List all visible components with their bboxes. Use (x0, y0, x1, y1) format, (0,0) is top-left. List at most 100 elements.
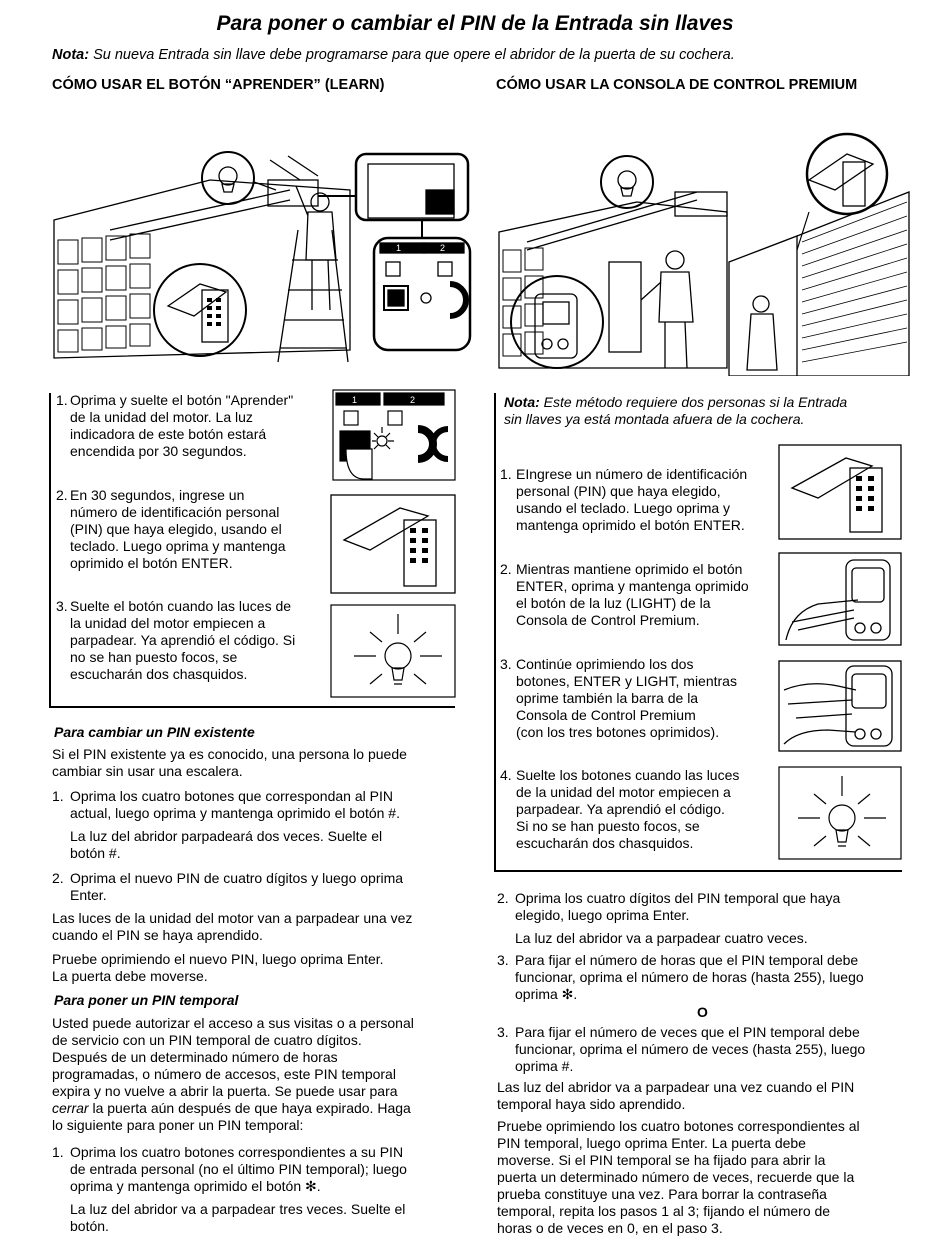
text-line: oprima #. (515, 1058, 574, 1074)
text-line: La luz del abridor va a parpadear tres v… (70, 1201, 406, 1217)
step-line: no se han puesto focos, se (70, 649, 238, 665)
premium-console-illustration (498, 132, 910, 376)
text-line: prueba constituye una vez. Para borrar l… (497, 1186, 827, 1202)
panel-label-1: 1 (396, 243, 401, 253)
step-number: 2. (500, 561, 512, 577)
light-bulb-icon (778, 766, 902, 860)
step-line: botones, ENTER y LIGHT, mientras (516, 673, 737, 689)
step-line: Continúe oprimiendo los dos (516, 656, 694, 672)
step-line: parpadear. Ya aprendió el código. (516, 801, 725, 817)
text-segment: Este método requiere dos personas si la … (539, 394, 848, 410)
text-line: Usted puede autorizar el acceso a sus vi… (52, 1015, 414, 1031)
text-line: La luz del abridor va a parpadear cuatro… (515, 930, 808, 946)
text-line: actual, luego oprima y mantenga oprimido… (70, 805, 400, 821)
panel-label-2: 2 (440, 243, 445, 253)
text-line: Después de un determinado número de hora… (52, 1049, 338, 1065)
change-pin-intro: Si el PIN existente ya es conocido, una … (52, 746, 407, 780)
right-step-bracket-line (494, 393, 496, 871)
left-step-bottom-rule (49, 706, 455, 708)
step-number: 3. (500, 656, 512, 672)
panel-label-2: 2 (410, 395, 415, 405)
text-line: horas o de veces en 0, en el paso 3. (497, 1220, 723, 1236)
step-line: número de identificación personal (70, 504, 280, 520)
keypad-icon (330, 494, 456, 594)
change-pin-heading: Para cambiar un PIN existente (54, 724, 255, 740)
note-label: Nota: (52, 47, 90, 63)
text-line: cerrar la puerta aún después de que haya… (52, 1100, 457, 1117)
right-heading: CÓMO USAR LA CONSOLA DE CONTROL PREMIUM (496, 77, 858, 93)
step-line: En 30 segundos, ingrese un (70, 487, 245, 503)
step-number: 4. (500, 767, 512, 783)
text-line: La luz del abridor parpadeará dos veces.… (70, 828, 383, 844)
text-line: temporal, repita los pasos 1 al 3; fijan… (497, 1203, 831, 1219)
text-line: Para fijar el número de horas que el PIN… (515, 952, 859, 968)
text-line: funcionar, oprima el número de veces (ha… (515, 1041, 866, 1057)
text-line: botón. (70, 1218, 109, 1234)
console-three-buttons-icon (778, 660, 902, 752)
text-line: expira y no vuelve a abrir la puerta. Se… (52, 1083, 398, 1099)
step-line: oprime también la barra de la (516, 690, 699, 706)
change-pin-after: Las luces de la unidad del motor van a p… (52, 910, 412, 944)
step-line: Oprima y suelte el botón "Aprender" (70, 392, 294, 408)
text-line: oprima ✻. (515, 986, 578, 1002)
step-number: 2. (56, 487, 68, 503)
note-label: Nota: (504, 394, 540, 410)
step-line: Mientras mantiene oprimido el botón (516, 561, 743, 577)
step-line: el botón de la luz (LIGHT) de la (516, 595, 711, 611)
text-line: Para fijar el número de veces que el PIN… (515, 1024, 860, 1040)
text-line: cambiar sin usar una escalera. (52, 763, 243, 779)
text-line: Oprima el nuevo PIN de cuatro dígitos y … (70, 870, 404, 886)
step-line: personal (PIN) que haya elegido, (516, 483, 721, 499)
italic-word: cerrar (52, 1100, 89, 1116)
step-line: Suelte los botones cuando las luces (516, 767, 740, 783)
step-line: (con los tres botones oprimidos). (516, 724, 720, 740)
or-separator: O (697, 1004, 708, 1020)
text-line: puerta un determinado número de veces, r… (497, 1169, 855, 1185)
step-line: mantenga oprimido el botón ENTER. (516, 517, 745, 533)
text-line: Enter. (70, 887, 107, 903)
step-line: (PIN) que haya elegido, usando el (70, 521, 282, 537)
text-line: Oprima los cuatro botones que correspond… (70, 788, 393, 804)
learn-button-illustration: 1 2 (53, 151, 472, 363)
step-number: 1. (52, 788, 64, 804)
step-line: parpadear. Ya aprendió el código. Si (70, 632, 296, 648)
temp-pin-test: Pruebe oprimiendo los cuatro botones cor… (497, 1118, 860, 1237)
step-line: escucharán dos chasquidos. (70, 666, 248, 682)
step-number: 3. (56, 598, 68, 614)
step-line: ENTER, oprima y mantenga oprimido (516, 578, 749, 594)
step-line: indicadora de este botón estará (70, 426, 267, 442)
text-line: elegido, luego oprima Enter. (515, 907, 690, 923)
text-segment: la puerta aún después de que haya expira… (88, 1100, 411, 1116)
step-number: 2. (497, 890, 509, 906)
text-line: Si el PIN existente ya es conocido, una … (52, 746, 407, 762)
text-line: Oprima los cuatro botones correspondient… (70, 1144, 404, 1160)
text-line: de servicio con un PIN temporal de cuatr… (52, 1032, 362, 1048)
temp-pin-heading: Para poner un PIN temporal (54, 992, 239, 1008)
step-line: teclado. Luego oprima y mantenga (70, 538, 286, 554)
text-line: La puerta debe moverse. (52, 968, 208, 984)
right-step-bottom-rule (494, 870, 902, 872)
temp-pin-intro: Usted puede autorizar el acceso a sus vi… (52, 1015, 457, 1134)
page-title: Para poner o cambiar el PIN de la Entrad… (216, 12, 734, 35)
step-line: Si no se han puesto focos, se (516, 818, 700, 834)
step-line: escucharán dos chasquidos. (516, 835, 694, 851)
text-line: moverse. Si el PIN temporal se ha fijado… (497, 1152, 826, 1168)
step-number: 1. (52, 1144, 64, 1160)
text-line: Pruebe oprimiendo el nuevo PIN, luego op… (52, 951, 384, 967)
left-heading: CÓMO USAR EL BOTÓN “APRENDER” (LEARN) (52, 77, 385, 93)
step-number: 3. (497, 952, 509, 968)
left-step-bracket-line (49, 393, 51, 707)
text-line: Pruebe oprimiendo los cuatro botones cor… (497, 1118, 860, 1134)
text-line: PIN temporal, luego oprima Enter. La pue… (497, 1135, 806, 1151)
text-line: Las luces de la unidad del motor van a p… (52, 910, 413, 926)
text-line: funcionar, oprima el número de horas (ha… (515, 969, 864, 985)
text-line: Oprima los cuatro dígitos del PIN tempor… (515, 890, 841, 906)
change-pin-test: Pruebe oprimiendo el nuevo PIN, luego op… (52, 951, 384, 985)
text-line: cuando el PIN se haya aprendido. (52, 927, 263, 943)
step-line: Suelte el botón cuando las luces de (70, 598, 292, 614)
text-line: botón #. (70, 845, 121, 861)
text-line: sin llaves ya está montada afuera de la … (504, 411, 805, 427)
text-line: Las luz del abridor va a parpadear una v… (497, 1079, 855, 1095)
panel-label-1: 1 (352, 395, 357, 405)
step-number: 1. (500, 466, 512, 482)
